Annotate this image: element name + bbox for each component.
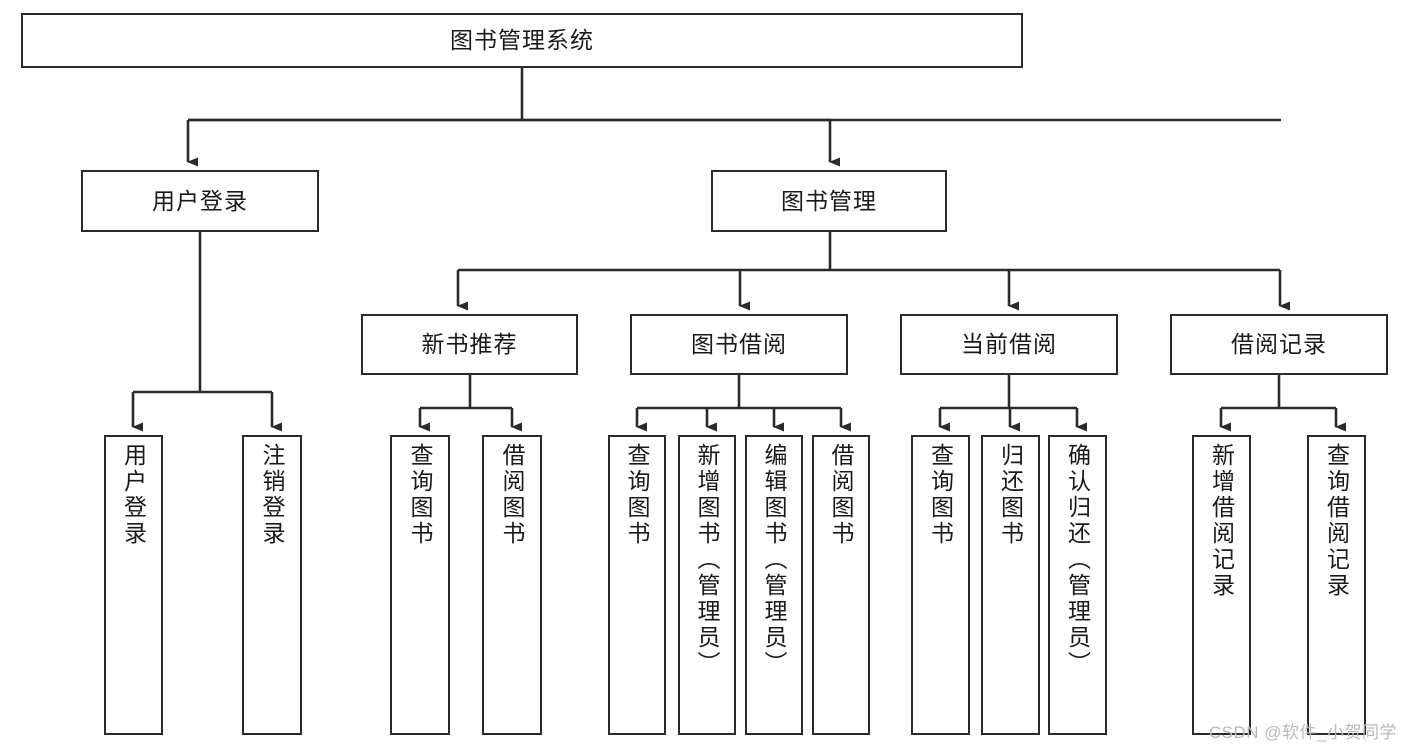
node-leaf-user-logout[interactable]: 注销登录	[242, 435, 302, 735]
node-leaf-return-book[interactable]: 归还图书	[981, 435, 1040, 735]
node-leaf-user-login[interactable]: 用户登录	[104, 435, 163, 735]
node-leaf-query-borrow-record-label: 查询借阅记录	[1323, 443, 1350, 599]
csdn-watermark: CSDN @软件_小贺同学	[1208, 723, 1397, 742]
node-borrow-record[interactable]: 借阅记录	[1170, 314, 1388, 375]
node-borrow-record-label: 借阅记录	[1231, 331, 1327, 358]
node-user-login-label: 用户登录	[152, 187, 248, 214]
node-leaf-query-book-current-label: 查询图书	[927, 443, 954, 547]
node-leaf-confirm-return-admin-label: 确认归还（管理员）	[1064, 443, 1091, 677]
node-leaf-edit-book-admin[interactable]: 编辑图书（管理员）	[745, 435, 803, 735]
node-leaf-query-book-new[interactable]: 查询图书	[390, 435, 450, 735]
node-leaf-query-borrow-record[interactable]: 查询借阅记录	[1307, 435, 1366, 735]
node-user-login[interactable]: 用户登录	[81, 170, 319, 232]
node-leaf-user-logout-label: 注销登录	[259, 443, 285, 547]
node-leaf-confirm-return-admin[interactable]: 确认归还（管理员）	[1048, 435, 1107, 735]
node-current-borrow[interactable]: 当前借阅	[900, 314, 1118, 375]
node-book-manage[interactable]: 图书管理	[711, 170, 947, 232]
node-leaf-borrow-book-label: 借阅图书	[828, 443, 854, 547]
node-leaf-query-book-borrow-label: 查询图书	[624, 443, 650, 547]
node-root[interactable]: 图书管理系统	[21, 13, 1023, 68]
node-leaf-edit-book-admin-label: 编辑图书（管理员）	[761, 443, 787, 677]
node-new-book-rec-label: 新书推荐	[421, 331, 518, 358]
node-new-book-rec[interactable]: 新书推荐	[361, 314, 578, 375]
node-leaf-add-book-admin-label: 新增图书（管理员）	[694, 443, 720, 677]
node-book-borrow-label: 图书借阅	[691, 331, 787, 358]
node-book-borrow[interactable]: 图书借阅	[630, 314, 848, 375]
node-book-manage-label: 图书管理	[781, 187, 877, 214]
node-leaf-user-login-label: 用户登录	[120, 443, 147, 547]
node-leaf-add-book-admin[interactable]: 新增图书（管理员）	[678, 435, 736, 735]
node-leaf-borrow-book-new[interactable]: 借阅图书	[482, 435, 542, 735]
node-current-borrow-label: 当前借阅	[961, 331, 1057, 358]
node-leaf-return-book-label: 归还图书	[997, 443, 1024, 547]
node-leaf-add-borrow-record[interactable]: 新增借阅记录	[1192, 435, 1251, 735]
node-leaf-query-book-current[interactable]: 查询图书	[911, 435, 970, 735]
node-leaf-add-borrow-record-label: 新增借阅记录	[1208, 443, 1235, 599]
node-leaf-query-book-new-label: 查询图书	[407, 443, 433, 547]
node-leaf-borrow-book-new-label: 借阅图书	[499, 443, 525, 547]
node-leaf-query-book-borrow[interactable]: 查询图书	[608, 435, 666, 735]
node-root-label: 图书管理系统	[450, 27, 594, 54]
node-leaf-borrow-book[interactable]: 借阅图书	[812, 435, 870, 735]
